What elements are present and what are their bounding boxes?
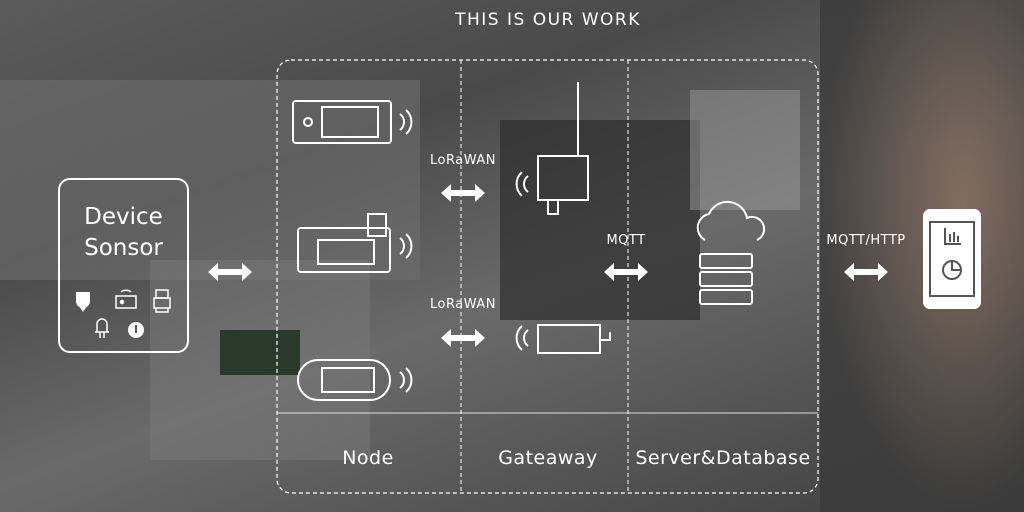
double-arrow-icon xyxy=(441,329,485,347)
double-arrow-icon xyxy=(208,263,252,281)
double-arrow-icon xyxy=(844,263,888,281)
smartphone-icon xyxy=(923,209,981,309)
lorawan-label-bottom: LoRaWAN xyxy=(430,297,496,312)
device-sensor-box: Device Sonsor xyxy=(58,178,189,353)
double-arrow-icon xyxy=(441,184,485,202)
gateway-antenna-icon xyxy=(515,82,589,215)
robot-icon xyxy=(153,289,171,313)
node-device-icon xyxy=(292,100,413,144)
page-title: THIS IS OUR WORK xyxy=(455,10,641,30)
mqtt-http-label: MQTT/HTTP xyxy=(826,233,906,248)
column-label-node: Node xyxy=(342,447,394,469)
system-frame xyxy=(276,59,819,494)
column-label-gateway: Gateaway xyxy=(498,447,598,469)
location-pin-icon xyxy=(75,292,91,312)
column-label-server: Server&Database xyxy=(635,447,811,469)
sensor-icons xyxy=(75,289,171,338)
remote-icon xyxy=(115,289,137,309)
node-device-icon xyxy=(297,213,413,273)
mqtt-label: MQTT xyxy=(606,233,646,248)
thermometer-icon xyxy=(128,322,144,338)
lorawan-label-top: LoRaWAN xyxy=(430,153,496,168)
double-arrow-icon xyxy=(604,263,648,281)
node-device-icon xyxy=(297,359,413,401)
gateway-box-icon xyxy=(515,324,611,354)
cloud-icon xyxy=(696,200,766,241)
device-label-line2: Sonsor xyxy=(84,235,163,261)
server-icon xyxy=(699,253,753,305)
device-label-line1: Device xyxy=(84,204,163,230)
led-icon xyxy=(95,318,109,338)
